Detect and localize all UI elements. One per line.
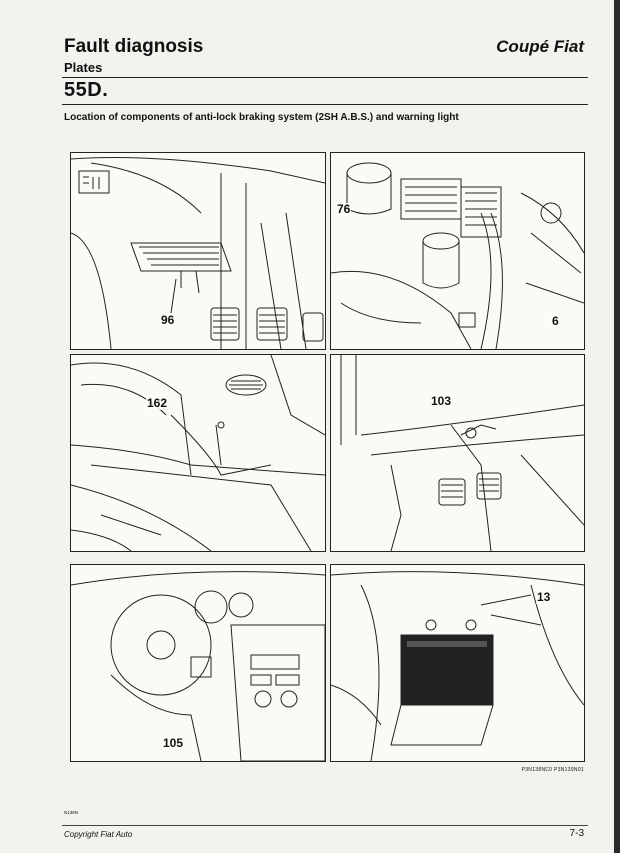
header-rule bbox=[62, 77, 588, 78]
figure-panel-floor-sensor: 162 bbox=[70, 354, 326, 552]
footer-rule bbox=[62, 825, 588, 826]
callout-105: 105 bbox=[162, 736, 185, 750]
figure-panel-battery: 13 bbox=[330, 564, 585, 762]
figure-reference-code: P3N138NC0 P3N139N01 bbox=[521, 767, 584, 773]
floor-sensor-illustration bbox=[71, 355, 325, 551]
page-number: 7-3 bbox=[569, 828, 584, 839]
page-subtitle: Plates bbox=[64, 60, 103, 75]
callout-162: 162 bbox=[146, 396, 169, 410]
modulator-illustration bbox=[331, 162, 584, 349]
battery-illustration bbox=[331, 571, 584, 761]
figure-panel-dashboard: 105 bbox=[70, 564, 326, 762]
figure-panel-pedals: 96 bbox=[70, 152, 326, 350]
page-edge-shadow bbox=[614, 0, 620, 853]
figure-panel-pedal-switch: 103 bbox=[330, 354, 585, 552]
callout-76: 76 bbox=[336, 202, 352, 216]
footer-small-code: N138N bbox=[64, 810, 79, 815]
copyright-text: Copyright Fiat Auto bbox=[64, 830, 133, 839]
callout-96: 96 bbox=[160, 313, 176, 327]
pedals-illustration bbox=[71, 157, 325, 349]
callout-6: 6 bbox=[551, 314, 560, 328]
callout-13: 13 bbox=[536, 590, 552, 604]
page-title: Fault diagnosis bbox=[64, 36, 204, 57]
pedal-switch-illustration bbox=[340, 355, 584, 551]
figure-panel-modulator: 76 6 bbox=[330, 152, 585, 350]
figure-caption: Location of components of anti-lock brak… bbox=[64, 112, 459, 123]
dashboard-illustration bbox=[71, 571, 325, 761]
callout-103: 103 bbox=[430, 394, 453, 408]
brand-name: Coupé Fiat bbox=[496, 37, 584, 56]
section-number: 55D. bbox=[64, 79, 109, 101]
section-rule bbox=[62, 104, 588, 105]
